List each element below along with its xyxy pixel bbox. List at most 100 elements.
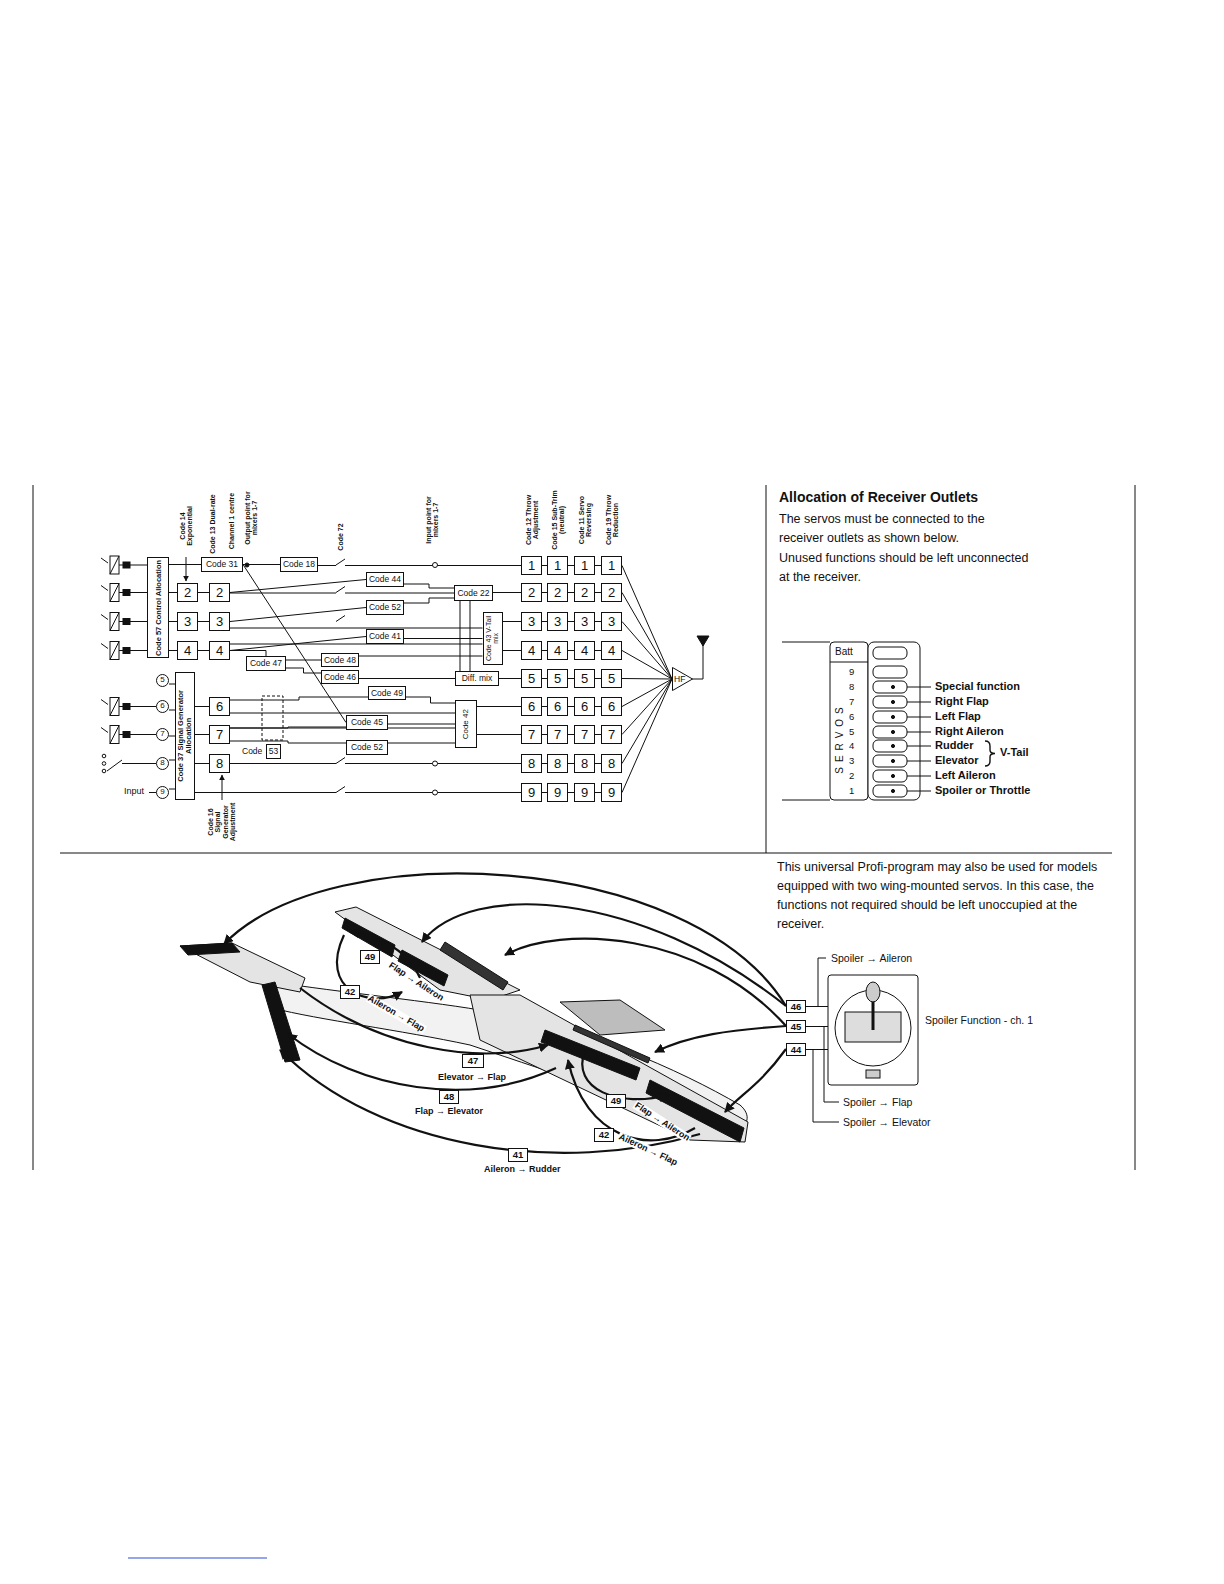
- signal-line: [622, 678, 672, 680]
- transmitter: [806, 958, 918, 1122]
- node-text: 2: [184, 586, 191, 600]
- signal-line: [477, 706, 521, 707]
- column-header: Code 19 Throw Reduction: [604, 486, 619, 554]
- channel-box: 4: [601, 641, 622, 660]
- channel-box: 1: [547, 556, 568, 575]
- node-text: Diff. mix: [462, 674, 493, 683]
- channel-box: 8: [521, 754, 542, 773]
- signal-line: [622, 593, 672, 680]
- node-text: 1: [581, 559, 588, 573]
- servo-label: Special function: [935, 680, 1020, 693]
- column-header: Code 15 Sub-Trim (neutral): [550, 486, 565, 554]
- node-text: 47: [468, 1056, 479, 1066]
- servo-label: Spoiler or Throttle: [935, 784, 1030, 797]
- code-label: Code: [242, 746, 262, 756]
- node-text: 3: [581, 615, 588, 629]
- servo-label: Right Aileron: [935, 725, 1004, 738]
- callout-number: 46: [786, 1000, 806, 1013]
- signal-line: [230, 644, 483, 645]
- node-text: 8: [554, 757, 561, 771]
- servo-label: Elevator: [935, 754, 978, 767]
- mixer-label: Flap → Aileron: [386, 960, 446, 1003]
- mixer-label: Spoiler → Aileron: [830, 952, 913, 965]
- vertical-label: Output point for mixers 1-7: [244, 486, 259, 550]
- input-circle: 6: [156, 700, 169, 713]
- node-text: Code 43 V-Tail mix: [485, 614, 500, 663]
- pin-number: 5: [849, 726, 854, 737]
- mixer-box: Code 46: [321, 670, 359, 684]
- node-text: Code 47: [250, 659, 282, 668]
- callout-number: 49: [360, 950, 380, 964]
- channel-box: 5: [601, 669, 622, 688]
- node-text: 3: [528, 615, 535, 629]
- node-text: 7: [216, 728, 223, 742]
- signal-line: [195, 734, 209, 735]
- signal-line: [169, 650, 177, 651]
- input-label: Input: [124, 786, 144, 797]
- node-text: 2: [581, 586, 588, 600]
- node-text: 8: [216, 757, 223, 771]
- vertical-label: Code 13 Dual-rate: [209, 494, 216, 554]
- signal-line: [622, 622, 672, 680]
- node-text: 8: [581, 757, 588, 771]
- mixer-box: Code 49: [368, 686, 406, 700]
- signal-line: [622, 679, 672, 735]
- signal-line: [477, 734, 521, 735]
- column-header: Code 11 Servo Reversing: [577, 486, 592, 554]
- signal-line: [622, 679, 672, 707]
- channel-box: 6: [601, 697, 622, 716]
- channel-box: 7: [574, 725, 595, 744]
- input-controls: [101, 556, 709, 800]
- channel-box: 7: [209, 725, 230, 744]
- signal-line: [198, 621, 209, 622]
- pin-number: 9: [849, 666, 854, 677]
- node-text: 6: [554, 700, 561, 714]
- signal-line: [286, 668, 321, 673]
- node-text: 49: [365, 952, 376, 962]
- signal-line: [388, 724, 455, 725]
- servo-label: Rudder: [935, 739, 974, 752]
- channel-box: 3: [177, 612, 198, 631]
- vertical-label: Channel 1 centre: [228, 486, 235, 556]
- channel-box: 2: [547, 583, 568, 602]
- node-text: 41: [513, 1150, 524, 1160]
- signal-line: [286, 660, 321, 661]
- node-text: 7: [160, 730, 164, 738]
- vertical-label: Code 16 Signal Generator Adjustment: [207, 801, 236, 843]
- node-text: 7: [581, 728, 588, 742]
- pin-number: 6: [849, 711, 854, 722]
- mixer-box: Code 48: [321, 653, 359, 667]
- signal-line: [404, 584, 454, 588]
- mixer-label: Elevator → Flap: [437, 1072, 507, 1083]
- node-text: 5: [554, 672, 561, 686]
- node-text: 3: [608, 615, 615, 629]
- channel-box: 3: [547, 612, 568, 631]
- signal-line: [622, 566, 672, 680]
- node-text: 2: [216, 586, 223, 600]
- node-text: Code 41: [369, 632, 401, 641]
- node-text: 46: [791, 1002, 802, 1012]
- channel-box: 8: [574, 754, 595, 773]
- channel-box: 5: [574, 669, 595, 688]
- node-text: 42: [599, 1130, 610, 1140]
- link-underline: [128, 1558, 267, 1559]
- code-box: Code 18: [280, 557, 318, 572]
- node-text: 7: [608, 728, 615, 742]
- callout-number: 41: [508, 1148, 528, 1162]
- callout-number: 42: [340, 985, 360, 999]
- pin-label: Batt: [835, 646, 853, 658]
- node-text: 8: [528, 757, 535, 771]
- channel-box: 4: [547, 641, 568, 660]
- pin-number: 8: [849, 681, 854, 692]
- signal-line: [198, 650, 209, 651]
- node-text: 5: [608, 672, 615, 686]
- node-text: 6: [608, 700, 615, 714]
- channel-box: 4: [521, 641, 542, 660]
- signal-line: [230, 580, 366, 593]
- node-text: 7: [528, 728, 535, 742]
- callout-number: 48: [439, 1090, 459, 1104]
- node-text: 6: [216, 700, 223, 714]
- input-circle: 9: [156, 786, 169, 799]
- note-text: This universal Profi-program may also be…: [777, 858, 1109, 934]
- group-label: V-Tail: [1000, 746, 1029, 759]
